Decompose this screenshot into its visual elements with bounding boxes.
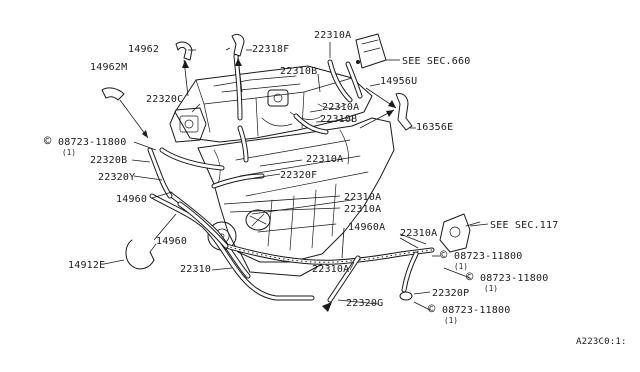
label-22320b: 22320B (90, 155, 127, 166)
label-14960a: 14960A (348, 222, 385, 233)
label-22320c: 22320C (146, 94, 183, 105)
label-see-sec-660: SEE SEC.660 (402, 56, 470, 67)
label-22310a-e: 22310A (344, 204, 381, 215)
engine-block-illustration (169, 33, 481, 277)
vacuum-hose-routing (147, 53, 435, 303)
diagram-code: A223C0:1: (576, 337, 627, 347)
label-bolt-2-qty: (1) (454, 262, 468, 271)
loose-clip-parts (101, 33, 413, 312)
label-22310a-d: 22310A (344, 192, 381, 203)
label-16356e: 16356E (416, 122, 453, 133)
bolt-marker-3: © (466, 270, 474, 284)
label-14962m: 14962M (90, 62, 127, 73)
label-bolt-3: 08723-11800 (480, 273, 548, 284)
bolt-callout-3: © 08723-11800 (1) (466, 270, 548, 293)
part-number-labels: 22310A 22318F 14962 14962M SEE SEC.660 2… (44, 30, 627, 347)
label-14960-a: 14960 (116, 194, 147, 205)
label-bolt-1-qty: (1) (62, 148, 76, 157)
label-22310a-c: 22310A (306, 154, 343, 165)
leader-lines (103, 42, 489, 311)
bolt-marker-1: © (44, 134, 52, 148)
label-22310: 22310 (180, 264, 211, 275)
label-bolt-4-qty: (1) (444, 316, 458, 325)
label-bolt-1: 08723-11800 (58, 137, 126, 148)
label-bolt-3-qty: (1) (484, 284, 498, 293)
label-14960-b: 14960 (156, 236, 187, 247)
label-14962: 14962 (128, 44, 159, 55)
label-22310a-g: 22310A (312, 264, 349, 275)
label-22320f: 22320F (280, 170, 317, 181)
label-bolt-4: 08723-11800 (442, 305, 510, 316)
label-22320g: 22320G (346, 298, 383, 309)
bolt-callout-2: © 08723-11800 (1) (440, 248, 522, 271)
label-22310a-mid: 22310A (322, 102, 359, 113)
bolt-marker-2: © (440, 248, 448, 262)
label-see-sec-117: SEE SEC.117 (490, 220, 558, 231)
label-22310b-upper: 22310B (280, 66, 317, 77)
label-14912e: 14912E (68, 260, 105, 271)
label-22310a-top: 22310A (314, 30, 351, 41)
bolt-callout-4: © 08723-11800 (1) (428, 302, 510, 325)
bolt-callout-1: © 08723-11800 (1) (44, 134, 126, 157)
label-22318f: 22318F (252, 44, 289, 55)
label-22320p: 22320P (432, 288, 469, 299)
label-22320y: 22320Y (98, 172, 135, 183)
label-22310a-f: 22310A (400, 228, 437, 239)
label-bolt-2: 08723-11800 (454, 251, 522, 262)
label-22310b-lower: 22310B (320, 114, 357, 125)
bolt-marker-4: © (428, 302, 436, 316)
label-14956u: 14956U (380, 76, 417, 87)
